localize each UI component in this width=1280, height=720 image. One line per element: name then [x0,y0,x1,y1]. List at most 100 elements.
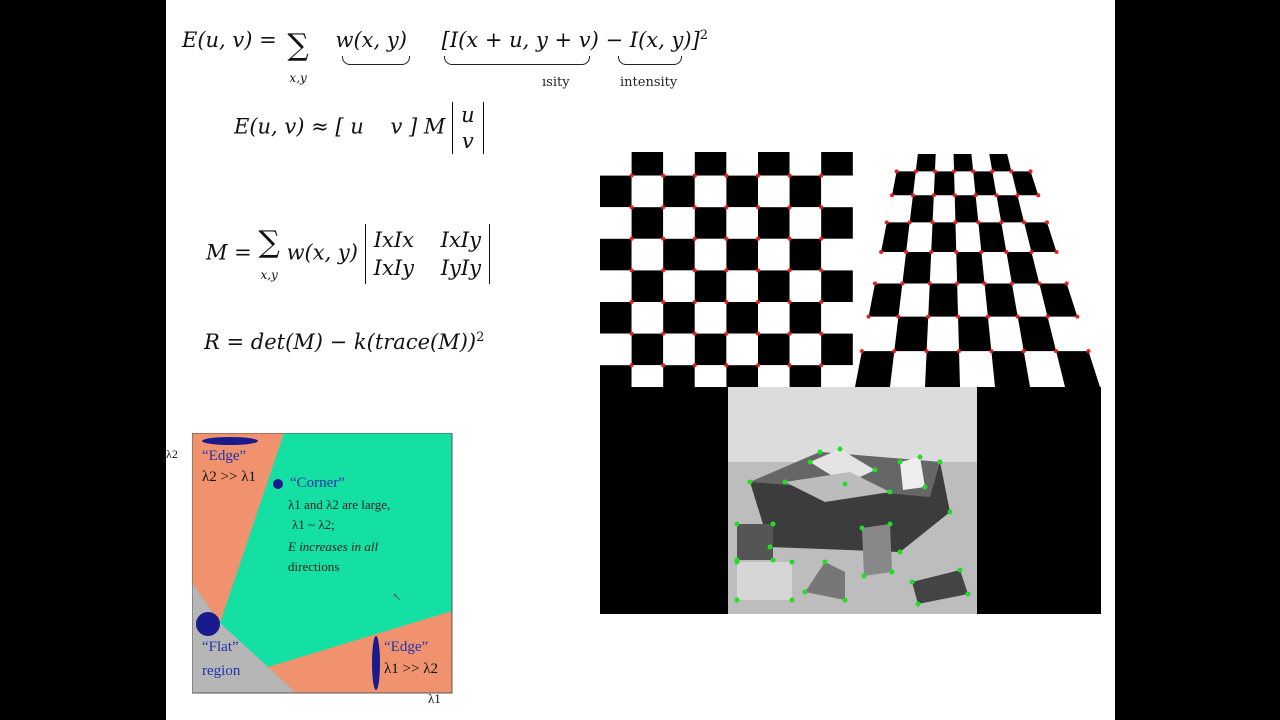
eq1-lhs: E(u, v) = [182,28,284,52]
checker-square [631,175,664,208]
corner-dot-red [879,249,884,254]
cube-left [737,524,773,560]
corner-dot-red [819,268,824,273]
corner-dot-red [661,300,666,304]
corner-dot-green [822,559,828,565]
eigenvalue-diagram-graphic [192,433,453,694]
checker-square [726,144,758,176]
checker-square [789,333,822,366]
corner-dot-green [957,567,963,573]
checker-square [758,175,790,208]
checker-square [663,207,695,239]
corner-description-3: E increases in all [288,539,379,554]
label-intensity: intensity [620,75,678,90]
checker-square [726,238,758,271]
checker-square [663,270,695,302]
black-panel-right [977,387,1101,614]
perspective-square [909,195,934,223]
checker-square [726,175,758,208]
slide: E(u, v) = ∑ x,y w(x, y) [I(x + u, y + v)… [166,0,1115,720]
brace-intensity [618,56,682,65]
perspective-square [933,171,955,196]
checker-square [821,238,853,271]
corner-description-4: directions [288,559,340,574]
white-block-top [810,449,875,484]
corner-dot-green [747,479,753,485]
corner-dot-red [894,169,899,174]
corner-dot-red [692,205,697,210]
corner-dot-red [724,236,729,241]
eq1-window-term: w(x, y) [335,28,407,52]
corner-dot-red [971,169,976,174]
edge-top-label: “Edge” [202,448,247,464]
corner-label: “Corner” [290,475,345,491]
corner-dot-red [756,363,760,368]
corner-dot-red [1009,169,1014,174]
checker-square [821,175,853,208]
white-slab [737,562,792,600]
vertical-ellipse [372,636,380,690]
perspective-square [953,154,974,172]
corner-dot-red [985,314,990,319]
corner-dot-red [629,268,634,273]
corner-dot-green [947,509,953,515]
corner-dot-red [629,363,634,368]
corner-dot-green [789,559,795,565]
corner-dot-red [930,220,935,225]
corner-dot-red [1064,281,1069,286]
corner-dot-red [661,173,666,178]
corner-dot-green [887,489,893,495]
corner-dot-red [661,205,666,210]
corner-dot-red [724,268,729,273]
corner-dot-red [982,281,987,286]
corner-dot-green [897,549,903,555]
mouse-cursor-icon: ↖ [392,590,403,604]
eigenvalue-diagram: “Edge” λ2 >> λ1 “Corner” λ1 and λ2 are l… [192,433,482,706]
corner-dot-green [767,544,773,550]
corner-dot-red [787,363,792,368]
corner-dot-red [859,349,864,354]
perspective-square [894,316,929,352]
checker-square [694,302,727,334]
checker-square [663,333,695,366]
checker-square [789,144,822,176]
corner-dot-red [756,268,760,273]
corner-dot-red [979,249,984,254]
corner-dot-red [819,173,824,178]
corner-dot-red [756,236,760,241]
checker-square [789,207,822,239]
corner-dot-red [973,193,978,198]
perspective-square [892,171,916,196]
sum-symbol: ∑ [258,224,280,260]
corner-dot-red [904,249,909,254]
checker-square [600,270,632,302]
corner-dot-red [756,205,760,210]
equation-corner-response: R = det(M) − k(trace(M))2 [204,330,484,354]
corner-dot-red [724,205,729,210]
corner-dot-red [1009,281,1014,286]
corner-dot-red [1015,193,1020,198]
edge-top-relation: λ2 >> λ1 [202,469,256,485]
perspective-square [1056,351,1100,387]
corner-dot-red [692,173,697,178]
checker-square [631,333,664,366]
corner-dot-red [787,300,792,304]
corner-dot-red [787,268,792,273]
perspective-square [996,195,1025,223]
corner-dot-red [866,314,871,319]
corner-dot-red [661,236,666,241]
corner-dot-red [913,169,918,174]
corner-dot-red [692,300,697,304]
corner-dot-green [770,521,776,527]
corner-dot-green [734,559,740,565]
perspective-square [902,251,932,284]
corner-dot-red [756,173,760,178]
corner-dot-red [629,300,634,304]
corner-dot-green [782,479,788,485]
perspective-square [928,283,959,317]
matrix-cell-21: IxIy [373,256,414,280]
corner-dot-green [917,454,923,460]
corner-dot-red [787,205,792,210]
checker-square [600,175,632,208]
checker-square [694,270,727,302]
